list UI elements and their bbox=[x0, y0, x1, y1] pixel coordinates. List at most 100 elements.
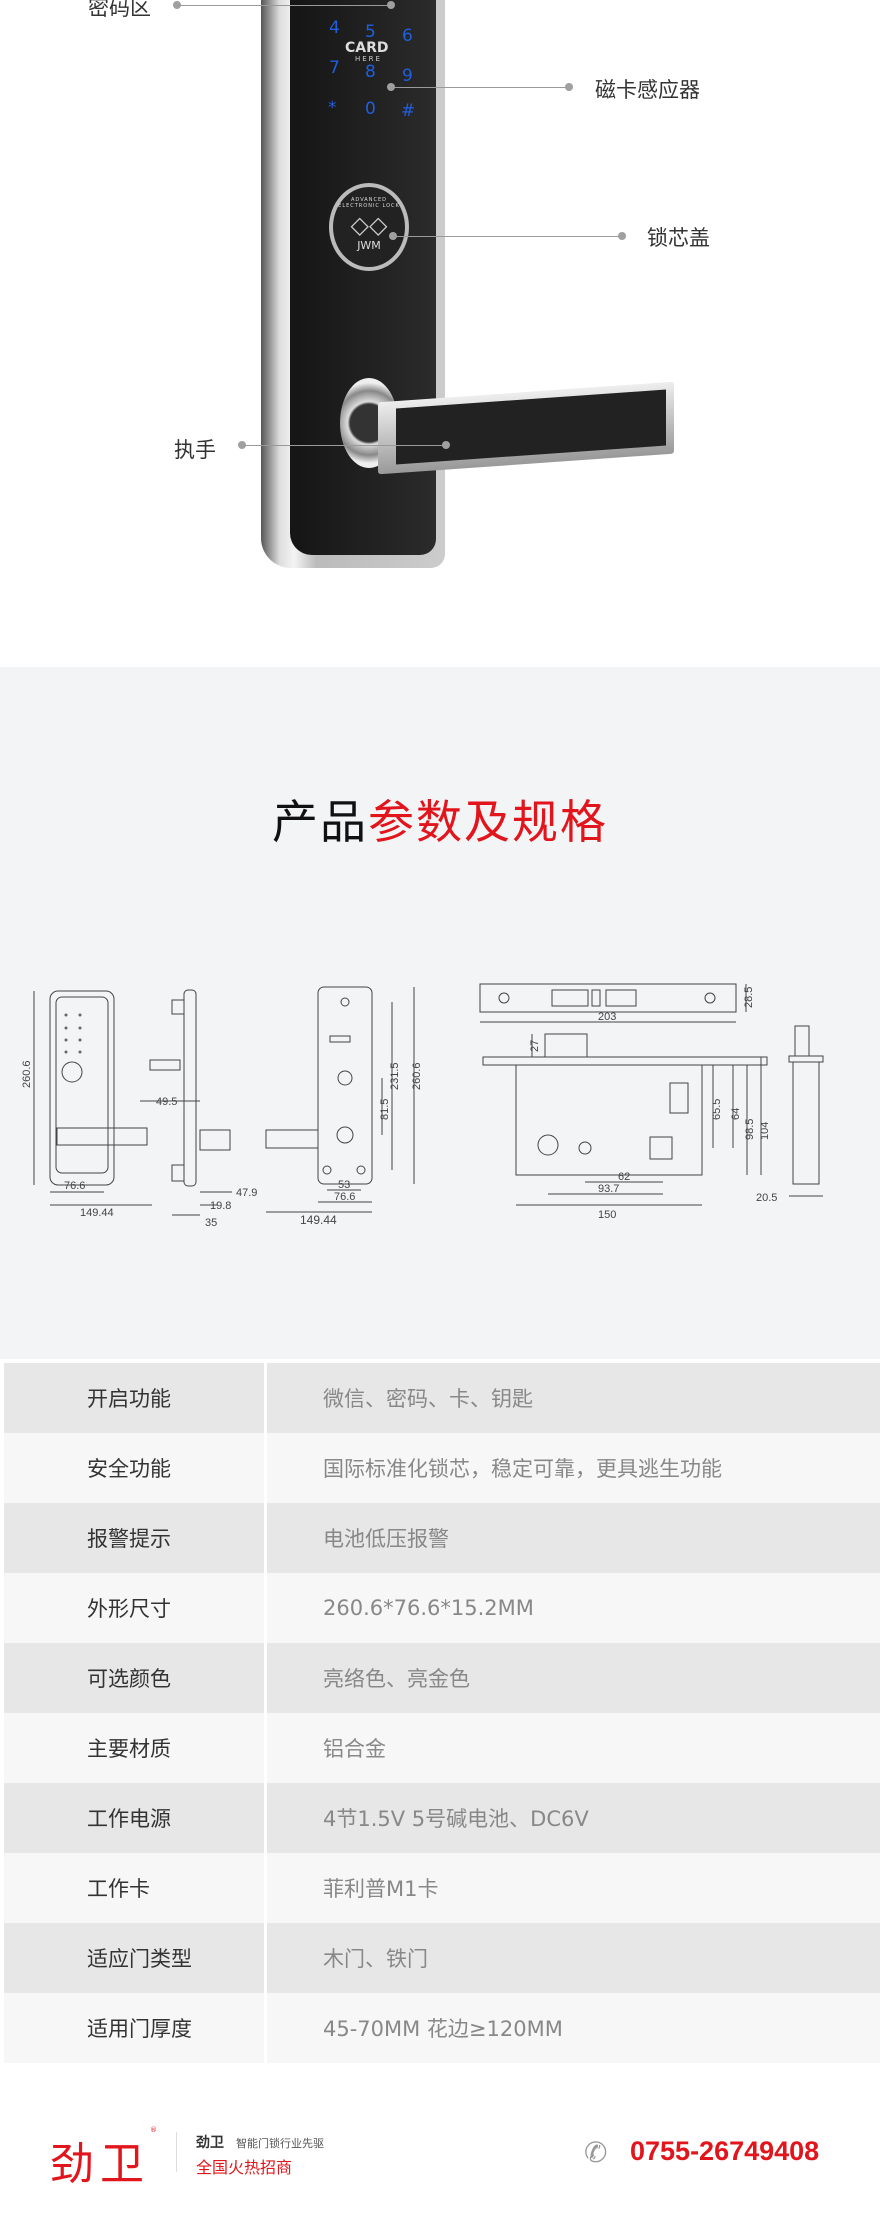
spec-key: 工作卡 bbox=[4, 1853, 267, 1923]
key-8: 8 bbox=[365, 62, 376, 82]
dim-mort-98: 98.5 bbox=[744, 1119, 756, 1140]
dim-front-total: 149.44 bbox=[80, 1207, 114, 1219]
key-5: 5 bbox=[365, 22, 376, 42]
dim-face-28: 28.5 bbox=[743, 987, 755, 1008]
table-row: 外形尺寸 260.6*76.6*15.2MM bbox=[4, 1573, 880, 1643]
brand-small: 劲卫 bbox=[196, 2135, 224, 2151]
spec-value: 4节1.5V 5号碱电池、DC6V bbox=[323, 1807, 589, 1831]
spec-key: 可选颜色 bbox=[4, 1643, 267, 1713]
table-row: 开启功能 微信、密码、卡、钥匙 bbox=[4, 1363, 880, 1433]
spec-key: 主要材质 bbox=[4, 1713, 267, 1783]
mortise-drawing: 203 28.5 27 65.5 64 98.5 104 62 93.7 150 bbox=[479, 983, 771, 1221]
table-row: 适用门厚度 45-70MM 花边≥120MM bbox=[4, 1993, 880, 2063]
pointer-dot bbox=[387, 1, 395, 9]
dim-side-35: 35 bbox=[205, 1217, 217, 1229]
footer: 劲卫 ® 劲卫 智能门锁行业先驱 全国火热招商 ✆ 0755-26749408 bbox=[0, 2096, 880, 2235]
divider bbox=[176, 2132, 177, 2172]
badge-ring-text: ADVANCED ELECTRONIC LOCK bbox=[338, 197, 400, 209]
spec-key: 安全功能 bbox=[4, 1433, 267, 1503]
label-keypad: 密码区 bbox=[88, 0, 151, 20]
pointer-dot bbox=[565, 83, 573, 91]
dim-back-231: 231.5 bbox=[389, 1062, 401, 1090]
phone-number[interactable]: 0755-26749408 bbox=[630, 2136, 820, 2166]
spec-section bbox=[0, 667, 880, 1359]
dim-side-20: 20.5 bbox=[756, 1192, 777, 1204]
dimension-drawings: 260.6 76.6 149.44 49.5 47.9 19.8 35 231.… bbox=[21, 983, 824, 1229]
card-here-sub: HERE bbox=[355, 55, 382, 63]
spec-key: 工作电源 bbox=[4, 1783, 267, 1853]
pointer-dot bbox=[618, 232, 626, 240]
front-view-drawing: 260.6 76.6 149.44 bbox=[21, 990, 152, 1219]
dim-front-height: 260.6 bbox=[21, 1060, 33, 1088]
back-view-drawing: 231.5 260.6 81.5 53 76.6 149.44 bbox=[265, 986, 423, 1227]
dim-mort-150: 150 bbox=[598, 1209, 616, 1221]
spec-key: 外形尺寸 bbox=[4, 1573, 267, 1643]
spec-value: 电池低压报警 bbox=[323, 1527, 449, 1551]
title-part1: 产品 bbox=[272, 795, 368, 849]
cylinder-cover-badge: ADVANCED ELECTRONIC LOCK ◇◇ JWM bbox=[329, 183, 409, 271]
title-part2: 参数及规格 bbox=[368, 795, 608, 849]
slogan: 智能门锁行业先驱 bbox=[236, 2137, 324, 2150]
key-0: 0 bbox=[365, 99, 376, 119]
label-handle: 执手 bbox=[174, 438, 216, 462]
key-star: * bbox=[328, 98, 337, 118]
pointer-line bbox=[177, 5, 393, 6]
spec-value: 国际标准化锁芯，稳定可靠，更具逃生功能 bbox=[323, 1457, 722, 1481]
cta-text: 全国火热招商 bbox=[196, 2158, 293, 2177]
dim-back-260: 260.6 bbox=[411, 1062, 423, 1090]
spec-title: 产品参数及规格 bbox=[0, 786, 880, 852]
table-row: 报警提示 电池低压报警 bbox=[4, 1503, 880, 1573]
dim-side-47: 47.9 bbox=[236, 1187, 257, 1199]
pointer-line bbox=[391, 87, 569, 88]
badge-text: JWM bbox=[357, 239, 381, 252]
spec-key: 报警提示 bbox=[4, 1503, 267, 1573]
key-7: 7 bbox=[329, 58, 340, 78]
dim-mort-27: 27 bbox=[529, 1040, 541, 1052]
pointer-dot bbox=[442, 441, 450, 449]
dim-face-203: 203 bbox=[598, 1011, 616, 1023]
spec-key: 适用门厚度 bbox=[4, 1993, 267, 2063]
brand-logo: 劲卫 bbox=[50, 2139, 150, 2190]
dim-back-81: 81.5 bbox=[379, 1099, 391, 1120]
table-row: 主要材质 铝合金 bbox=[4, 1713, 880, 1783]
spec-key: 适应门类型 bbox=[4, 1923, 267, 1993]
registered-icon: ® bbox=[150, 2126, 157, 2134]
mortise-side-drawing: 20.5 bbox=[756, 1025, 824, 1204]
table-row: 工作卡菲利普M1卡 bbox=[4, 1853, 880, 1923]
card-here-text: CARD bbox=[345, 40, 389, 56]
dim-back-76: 76.6 bbox=[334, 1191, 355, 1203]
dim-side-19: 19.8 bbox=[210, 1200, 231, 1212]
key-hash: # bbox=[401, 101, 416, 121]
key-6: 6 bbox=[402, 26, 413, 46]
label-card-reader: 磁卡感应器 bbox=[595, 78, 700, 102]
key-4: 4 bbox=[329, 18, 340, 38]
spec-key: 开启功能 bbox=[4, 1363, 267, 1433]
label-cylinder-cover: 锁芯盖 bbox=[647, 226, 710, 250]
dim-front-width: 76.6 bbox=[64, 1180, 85, 1192]
key-9: 9 bbox=[402, 66, 413, 86]
spec-value: 铝合金 bbox=[323, 1737, 386, 1761]
spec-value: 260.6*76.6*15.2MM bbox=[323, 1596, 534, 1620]
dim-mort-93: 93.7 bbox=[598, 1183, 619, 1195]
spec-value: 45-70MM 花边≥120MM bbox=[323, 2017, 563, 2041]
spec-value: 微信、密码、卡、钥匙 bbox=[323, 1387, 533, 1411]
table-row: 工作电源 4节1.5V 5号碱电池、DC6V bbox=[4, 1783, 880, 1853]
spec-value: 亮络色、亮金色 bbox=[323, 1667, 470, 1691]
dim-back-149: 149.44 bbox=[300, 1213, 337, 1227]
table-row: 安全功能 国际标准化锁芯，稳定可靠，更具逃生功能 bbox=[4, 1433, 880, 1503]
dim-mort-104: 104 bbox=[759, 1122, 771, 1140]
pointer-line bbox=[393, 236, 622, 237]
phone-icon: ✆ bbox=[584, 2136, 608, 2169]
spec-value: 木门、铁门 bbox=[323, 1947, 428, 1971]
side-view-drawing: 49.5 47.9 19.8 35 bbox=[140, 989, 257, 1229]
dim-mort-64: 64 bbox=[730, 1108, 742, 1120]
dim-mort-65: 65.5 bbox=[711, 1099, 723, 1120]
dim-mort-62: 62 bbox=[618, 1171, 630, 1183]
dim-side-49: 49.5 bbox=[156, 1096, 177, 1108]
spec-table: 开启功能 微信、密码、卡、钥匙安全功能 国际标准化锁芯，稳定可靠，更具逃生功能报警提… bbox=[4, 1363, 880, 2063]
pointer-line bbox=[242, 445, 446, 446]
diamond-logo-icon: ◇◇ bbox=[350, 211, 388, 239]
dim-back-53: 53 bbox=[338, 1179, 350, 1191]
table-row: 适应门类型 木门、铁门 bbox=[4, 1923, 880, 1993]
table-row: 可选颜色 亮络色、亮金色 bbox=[4, 1643, 880, 1713]
